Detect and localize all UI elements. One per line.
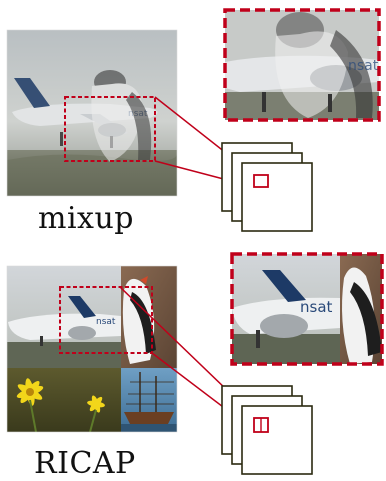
patch-penguin bbox=[121, 266, 177, 368]
ricap-zoom-border bbox=[230, 252, 384, 366]
ricap-feature-map-stack bbox=[221, 385, 313, 475]
ricap-zoom-crop: nsat bbox=[232, 254, 382, 364]
mixup-crop-box bbox=[64, 96, 156, 162]
mixup-feature-map-3 bbox=[241, 162, 313, 232]
mixup-zoom-border bbox=[223, 8, 381, 122]
patch-flower bbox=[7, 368, 121, 432]
patch-airliner: nsat bbox=[7, 266, 121, 368]
svg-text:nsat: nsat bbox=[96, 317, 116, 327]
mixup-receptive-field bbox=[253, 174, 269, 188]
ricap-label: RICAP bbox=[34, 446, 136, 481]
ricap-image-border bbox=[6, 265, 178, 433]
ricap-feature-map-3 bbox=[241, 405, 313, 475]
mixup-image-border bbox=[6, 29, 178, 197]
ricap-crop-box bbox=[59, 286, 153, 354]
penguin-shape bbox=[91, 70, 152, 162]
svg-text:nsat: nsat bbox=[348, 58, 379, 74]
mixup-label: mixup bbox=[38, 201, 134, 236]
mixup-zoom-crop: nsat bbox=[225, 10, 379, 120]
mixup-image: nsat bbox=[7, 30, 177, 196]
ricap-image: nsat bbox=[7, 266, 177, 432]
patch-ship bbox=[121, 368, 177, 432]
svg-text:nsat: nsat bbox=[300, 298, 333, 316]
